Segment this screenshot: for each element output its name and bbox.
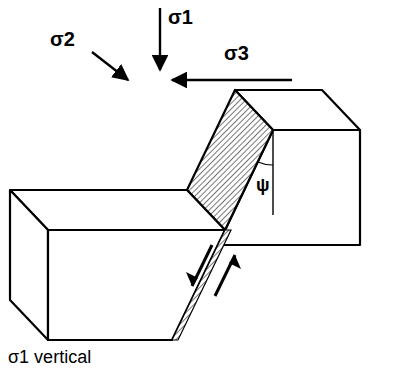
stress-label: σ3	[224, 42, 249, 64]
shear-arrow	[229, 255, 241, 269]
stress-arrow	[159, 8, 161, 70]
stress-arrow	[172, 79, 292, 81]
angle-arc	[258, 162, 273, 165]
vertical-reference	[272, 130, 273, 215]
hangingwall-side	[10, 190, 48, 340]
shear-arrow	[186, 272, 198, 286]
stress-arrow	[92, 52, 128, 80]
caption: σ1 vertical	[8, 348, 91, 368]
angle-label: ψ	[256, 176, 270, 196]
fault-trace	[172, 230, 231, 340]
stress-label: σ2	[50, 28, 75, 50]
stress-label: σ1	[168, 6, 193, 28]
